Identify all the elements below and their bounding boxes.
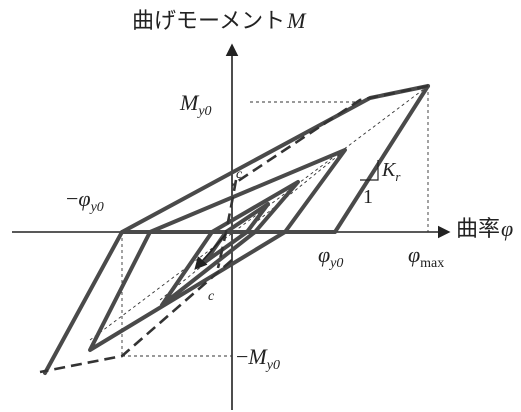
slope-triangle	[360, 160, 379, 181]
skeleton-curve	[39, 84, 429, 374]
kr-label: Kr	[381, 159, 401, 184]
cracking-segment	[216, 179, 238, 269]
phimax-label: φmax	[408, 242, 444, 271]
slope-one-label: 1	[363, 186, 373, 208]
third-loop	[160, 180, 300, 307]
outer-loop	[43, 84, 430, 375]
second-loop	[88, 148, 347, 352]
point-c-upper: c	[236, 167, 243, 182]
unloading-arrow	[194, 233, 227, 270]
skeleton-positive	[231, 84, 429, 187]
point-c-lower: c	[208, 289, 215, 304]
my0-neg-label: −My0	[236, 344, 280, 373]
inner-secant-line	[159, 149, 346, 301]
curvature-axis-title: 曲率φ	[456, 216, 513, 241]
phiy0-neg-label: −φy0	[66, 186, 104, 215]
moment-axis-title: 曲げモーメントM	[132, 8, 307, 33]
my0-pos-label: My0	[179, 90, 212, 119]
skeleton-negative	[39, 259, 233, 374]
phiy0-pos-label: φy0	[318, 242, 343, 271]
hysteresis-loops	[43, 84, 430, 375]
